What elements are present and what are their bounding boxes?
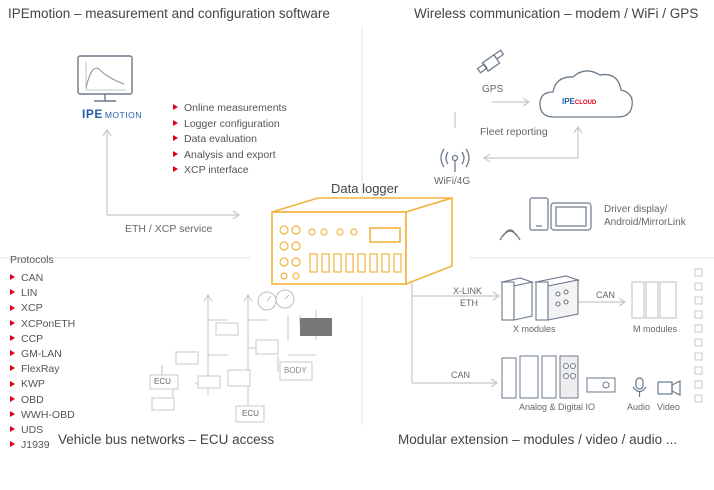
phone-icon bbox=[529, 197, 549, 231]
can-label-io: CAN bbox=[451, 370, 471, 380]
list-item: OBD bbox=[10, 393, 75, 408]
bullet-triangle-icon bbox=[10, 395, 15, 402]
body-label: BODY bbox=[284, 366, 307, 375]
protocol-list: CAN LIN XCP XCPonETH CCP GM-LAN FlexRay … bbox=[10, 271, 75, 453]
bullet-triangle-icon bbox=[173, 135, 178, 142]
list-item: UDS bbox=[10, 423, 75, 438]
eth-module-label: ETH bbox=[460, 298, 478, 308]
fleet-reporting-label: Fleet reporting bbox=[480, 126, 548, 138]
video-camera-icon bbox=[657, 380, 681, 396]
m-modules bbox=[631, 281, 677, 319]
cloud-icon bbox=[539, 70, 633, 118]
data-logger-title: Data logger bbox=[331, 181, 399, 196]
eth-xcp-label: ETH / XCP service bbox=[125, 223, 213, 235]
list-item: CAN bbox=[10, 271, 75, 286]
list-item: GM-LAN bbox=[10, 347, 75, 362]
bullet-triangle-icon bbox=[10, 365, 15, 372]
bullet-triangle-icon bbox=[173, 104, 178, 111]
list-item: Logger configuration bbox=[173, 117, 287, 133]
microphone-icon bbox=[632, 377, 647, 397]
gauge-icon bbox=[257, 289, 295, 311]
signal-waves-icon bbox=[499, 229, 521, 241]
logo-ipe: IPE bbox=[82, 107, 103, 121]
software-feature-list: Online measurements Logger configuration… bbox=[173, 101, 287, 179]
cloud-logo: IPECLOUD bbox=[562, 97, 596, 106]
quadrant-title-wireless: Wireless communication – modem / WiFi / … bbox=[414, 6, 699, 21]
ecu-label-1: ECU bbox=[154, 377, 171, 386]
audio-label: Audio bbox=[627, 402, 651, 412]
tablet-icon bbox=[550, 202, 592, 231]
list-item: KWP bbox=[10, 377, 75, 392]
bullet-triangle-icon bbox=[10, 274, 15, 281]
bullet-triangle-icon bbox=[10, 380, 15, 387]
wifi-label: WiFi/4G bbox=[434, 176, 471, 187]
xlink-label: X-LINK bbox=[453, 286, 483, 296]
monitor-icon bbox=[77, 55, 133, 102]
wireless-arrows bbox=[454, 97, 583, 163]
analog-digital-label: Analog & Digital IO bbox=[519, 402, 596, 412]
io-modules bbox=[501, 355, 616, 399]
eth-connection-line bbox=[102, 128, 241, 220]
list-item: CCP bbox=[10, 332, 75, 347]
bullet-triangle-icon bbox=[173, 166, 178, 173]
bullet-triangle-icon bbox=[10, 304, 15, 311]
driver-display-label: Driver display/ Android/MirrorLink bbox=[604, 204, 686, 228]
list-item: Online measurements bbox=[173, 101, 287, 117]
video-label: Video bbox=[657, 402, 680, 412]
x-module-2 bbox=[533, 275, 581, 321]
m-modules-label: M modules bbox=[633, 324, 678, 334]
bullet-triangle-icon bbox=[10, 350, 15, 357]
list-item: J1939 bbox=[10, 438, 75, 453]
dark-ecu-node bbox=[300, 318, 332, 336]
list-item: FlexRay bbox=[10, 362, 75, 377]
list-item: XCP interface bbox=[173, 163, 287, 179]
bullet-triangle-icon bbox=[10, 289, 15, 296]
ecu-label-2: ECU bbox=[242, 409, 259, 418]
list-item: XCPonETH bbox=[10, 317, 75, 332]
satellite-icon bbox=[476, 49, 505, 74]
quadrant-title-software: IPEmotion – measurement and configuratio… bbox=[8, 6, 330, 21]
module-connection-lines bbox=[411, 278, 627, 388]
logo-motion: MOTION bbox=[104, 110, 142, 120]
cloud-logo-ipe: IPE bbox=[562, 97, 575, 106]
bullet-triangle-icon bbox=[10, 335, 15, 342]
list-item: Analysis and export bbox=[173, 148, 287, 164]
bullet-triangle-icon bbox=[10, 441, 15, 448]
wifi-tower-icon bbox=[440, 148, 470, 172]
bullet-triangle-icon bbox=[10, 411, 15, 418]
can-label-m-modules: CAN bbox=[596, 290, 616, 300]
list-item: LIN bbox=[10, 286, 75, 301]
bullet-triangle-icon bbox=[173, 150, 178, 157]
list-item: WWH-OBD bbox=[10, 408, 75, 423]
cloud-logo-text: CLOUD bbox=[574, 100, 597, 106]
quadrant-title-bus: Vehicle bus networks – ECU access bbox=[58, 432, 275, 447]
list-item: XCP bbox=[10, 301, 75, 316]
bullet-triangle-icon bbox=[10, 426, 15, 433]
data-logger-device bbox=[271, 196, 453, 286]
list-item: Data evaluation bbox=[173, 132, 287, 148]
quadrant-title-modules: Modular extension – modules / video / au… bbox=[398, 432, 678, 447]
bullet-triangle-icon bbox=[10, 319, 15, 326]
bullet-triangle-icon bbox=[173, 119, 178, 126]
bus-nodes bbox=[149, 322, 313, 423]
x-module-1 bbox=[499, 277, 535, 321]
side-icon-stack bbox=[694, 268, 703, 403]
gps-label: GPS bbox=[482, 84, 504, 95]
protocols-title: Protocols bbox=[10, 254, 54, 266]
x-modules-label: X modules bbox=[513, 324, 556, 334]
